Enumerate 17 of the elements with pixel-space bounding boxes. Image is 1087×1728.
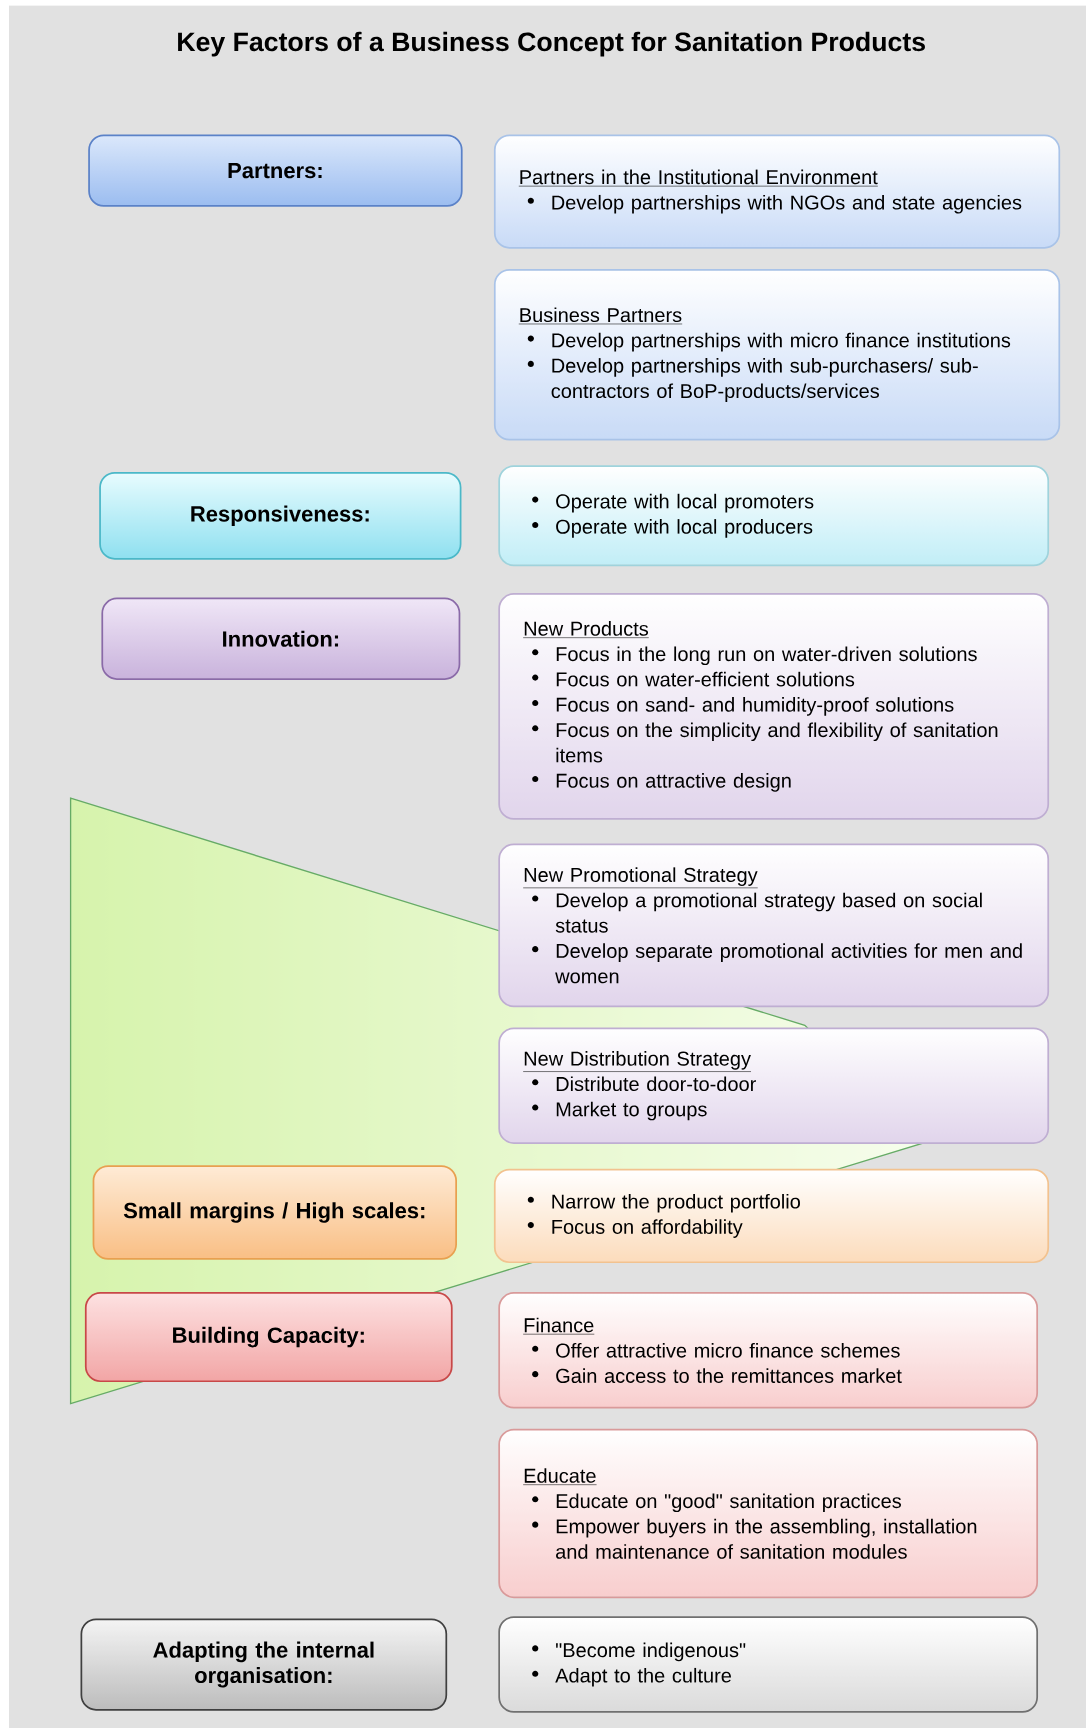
factor-box: Partners: xyxy=(88,134,463,207)
factor-box: Responsiveness: xyxy=(99,471,462,560)
detail-box: Finance Offer attractive micro finance schemes Gain access to the remittances market xyxy=(498,1292,1039,1409)
detail-box: Educate Educate on "good" sanitation practices Empower buyers in the assembling, installation and maintenance of sanitation modules xyxy=(498,1428,1039,1599)
detail-box: Business Partners Develop partnerships with micro finance institutions Develop partnerships with sub-purchasers/ sub-contractors of BoP-products/services xyxy=(493,269,1061,441)
factor-box: Building Capacity: xyxy=(84,1292,453,1383)
title: Key Factors of a Business Concept for Sanitation Products xyxy=(178,31,925,57)
factor-box: Small margins / High scales: xyxy=(92,1165,457,1260)
detail-box: Operate with local promoters Operate with local producers xyxy=(498,465,1050,567)
detail-box: New Products Focus in the long run on water-driven solutions Focus on water-efficient solutions Focus on sand- and humidity-proof solutions Focus on the simplicity and flexibility of sanitation items Focus on attractive design xyxy=(498,593,1050,820)
detail-box: Partners in the Institutional Environment Develop partnerships with NGOs and state agencies xyxy=(493,134,1061,249)
detail-box: New Promotional Strategy Develop a promotional strategy based on social status Develop separate promotional activities for men and women xyxy=(498,843,1050,1008)
detail-box: Narrow the product portfolio Focus on affordability xyxy=(493,1168,1050,1264)
detail-box: New Distribution Strategy Distribute door-to-door Market to groups xyxy=(498,1027,1050,1144)
factor-box: Adapting the internal organisation: xyxy=(80,1618,448,1711)
factor-box: Innovation: xyxy=(101,597,461,680)
detail-box: "Become indigenous" Adapt to the culture xyxy=(498,1616,1039,1713)
